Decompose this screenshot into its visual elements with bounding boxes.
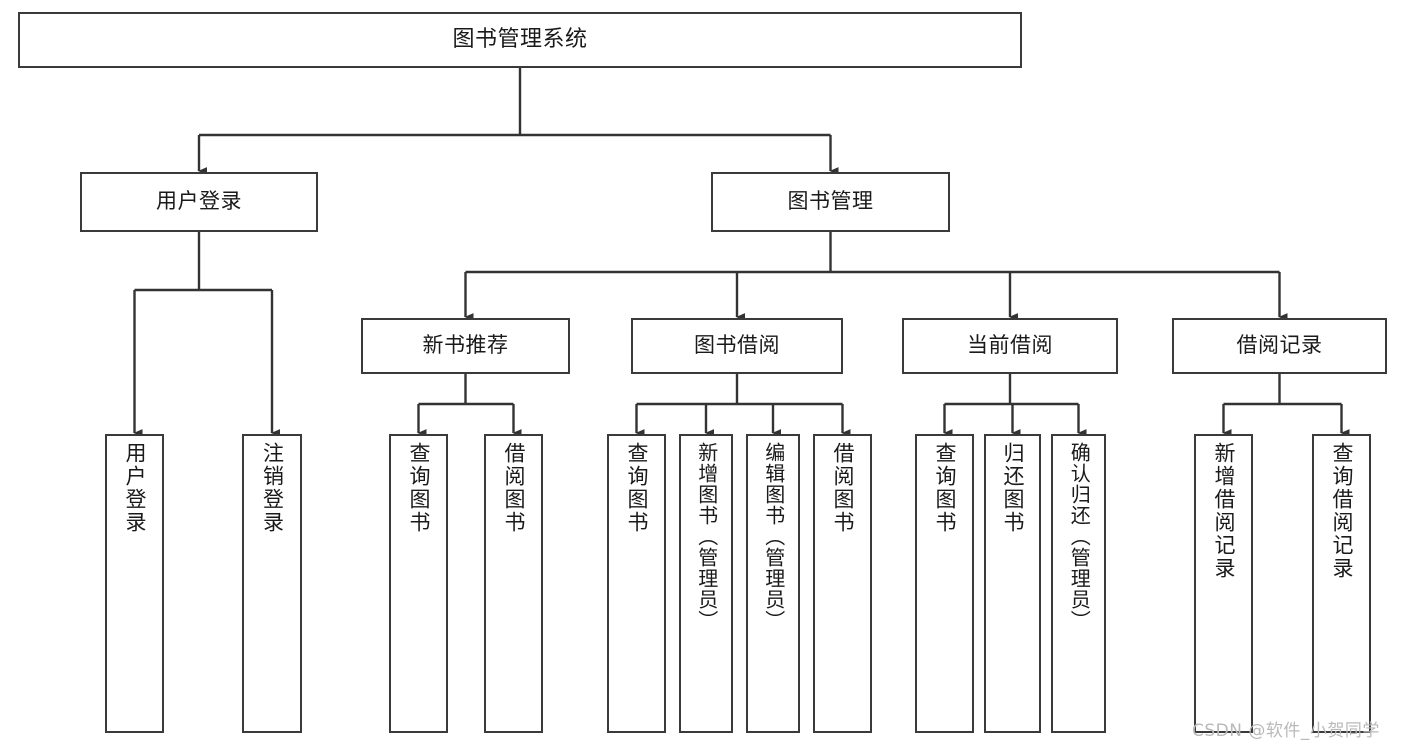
node-login[interactable]: 用户登录	[80, 172, 318, 232]
edges-group	[133, 68, 1350, 437]
node-root[interactable]: 图书管理系统	[18, 12, 1022, 68]
node-label: 图书借阅	[694, 333, 780, 358]
watermark-label: CSDN @软件_小贺同学	[1192, 721, 1380, 741]
node-label: 用户登录	[156, 189, 242, 214]
node-label: 图书管理系统	[452, 26, 588, 52]
node-nb_query[interactable]: 查询图书	[389, 434, 448, 733]
node-bw_query[interactable]: 查询图书	[607, 434, 666, 733]
node-label: 查询借阅记录	[1329, 442, 1354, 580]
node-label: 用户登录	[122, 442, 147, 534]
node-bw_edit[interactable]: 编辑图书（管理员）	[746, 434, 800, 733]
node-cur_return[interactable]: 归还图书	[984, 434, 1041, 733]
node-newbook[interactable]: 新书推荐	[361, 318, 570, 374]
node-bookmgmt[interactable]: 图书管理	[711, 172, 950, 232]
node-label: 确认归还（管理员）	[1067, 442, 1092, 631]
node-label: 借阅记录	[1236, 333, 1323, 358]
node-borrow[interactable]: 图书借阅	[631, 318, 843, 374]
node-label: 新增图书（管理员）	[694, 442, 719, 631]
node-records[interactable]: 借阅记录	[1172, 318, 1387, 374]
node-label: 新增借阅记录	[1211, 442, 1236, 580]
node-current[interactable]: 当前借阅	[902, 318, 1118, 374]
node-bw_lend[interactable]: 借阅图书	[813, 434, 872, 733]
node-label: 图书管理	[787, 189, 874, 214]
node-label: 归还图书	[1000, 442, 1025, 534]
node-label: 借阅图书	[830, 442, 855, 534]
node-label: 查询图书	[406, 442, 431, 534]
node-rec_add[interactable]: 新增借阅记录	[1194, 434, 1253, 733]
node-label: 新书推荐	[422, 333, 509, 358]
node-logout[interactable]: 注销登录	[242, 434, 302, 733]
node-label: 查询图书	[932, 442, 957, 534]
node-cur_query[interactable]: 查询图书	[915, 434, 974, 733]
node-label: 注销登录	[260, 442, 285, 534]
node-label: 借阅图书	[501, 442, 526, 534]
node-bw_add[interactable]: 新增图书（管理员）	[679, 434, 733, 733]
node-rec_query[interactable]: 查询借阅记录	[1312, 434, 1371, 733]
node-label: 查询图书	[624, 442, 649, 534]
node-label: 编辑图书（管理员）	[761, 442, 786, 631]
node-label: 当前借阅	[967, 333, 1053, 358]
node-nb_borrow[interactable]: 借阅图书	[484, 434, 543, 733]
node-cur_confirm[interactable]: 确认归还（管理员）	[1051, 434, 1106, 733]
node-userlogin[interactable]: 用户登录	[105, 434, 164, 733]
